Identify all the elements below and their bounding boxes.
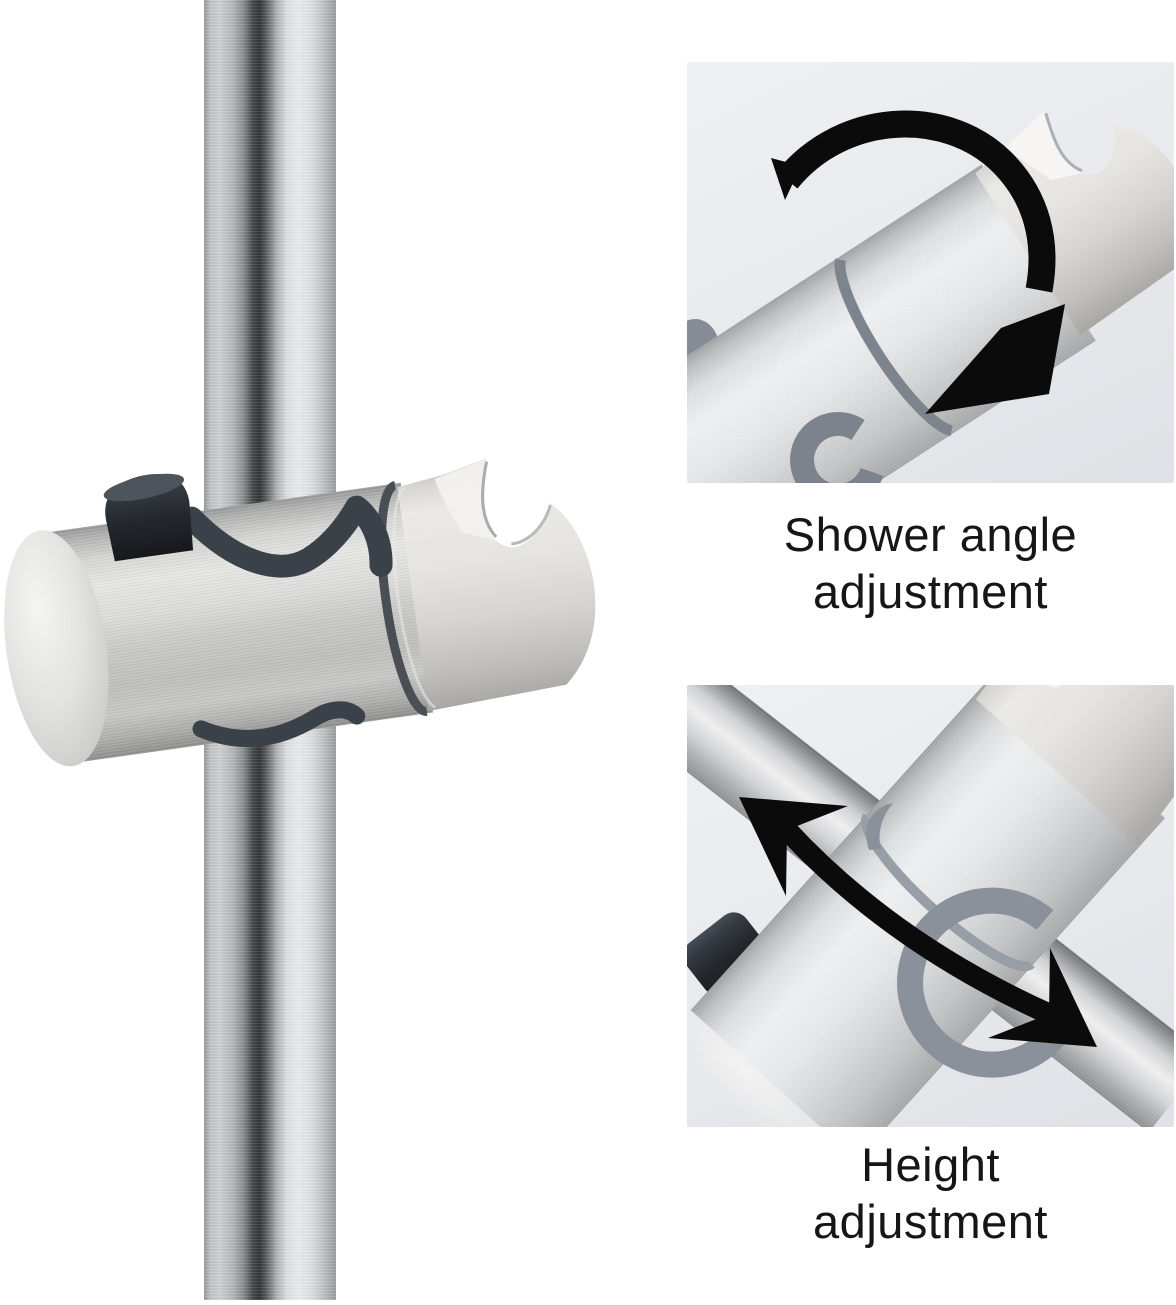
caption-height: Height adjustment [687, 1136, 1174, 1250]
height-illustration [687, 685, 1174, 1127]
inset-height [687, 685, 1174, 1127]
cradle-rim-line-2 [511, 504, 552, 546]
cradle-fork [975, 110, 1174, 336]
rotation-arrow-icon [771, 110, 1065, 414]
cradle-inner-face [1002, 110, 1083, 181]
caption-line: Shower angle [783, 508, 1078, 561]
release-button-top-face [103, 473, 185, 502]
caption-line: adjustment [813, 1195, 1048, 1248]
rotation-seam-highlight [392, 486, 436, 709]
slide-double-arrow-icon [739, 797, 1097, 1047]
shower-angle-illustration [687, 110, 1174, 483]
rotation-seam [377, 481, 428, 716]
slider-bracket [4, 458, 596, 767]
rubber-clip-ring [897, 887, 1078, 1078]
bracket-diagonal [687, 110, 1174, 483]
slide-bar-photo [4, 0, 596, 1300]
rubber-clip-tip [866, 803, 893, 850]
cradle-fork [976, 685, 1174, 846]
bracket-end-cap [4, 530, 109, 767]
inset-shower-angle [687, 62, 1174, 483]
rubber-clip-ring [790, 412, 884, 483]
cradle-rim-line [481, 461, 498, 538]
hand-shower-cradle [397, 458, 596, 712]
rubber-clip-top [180, 495, 393, 578]
seam-ring [834, 258, 954, 437]
cradle-inner-face [434, 458, 496, 541]
caption-line: adjustment [813, 565, 1048, 618]
main-photo [4, 0, 596, 1300]
cradle-rim-line [1044, 112, 1083, 173]
caption-shower-angle: Shower angle adjustment [687, 506, 1174, 620]
caption-line: Height [861, 1138, 1000, 1191]
rubber-clip-bottom [192, 701, 366, 747]
